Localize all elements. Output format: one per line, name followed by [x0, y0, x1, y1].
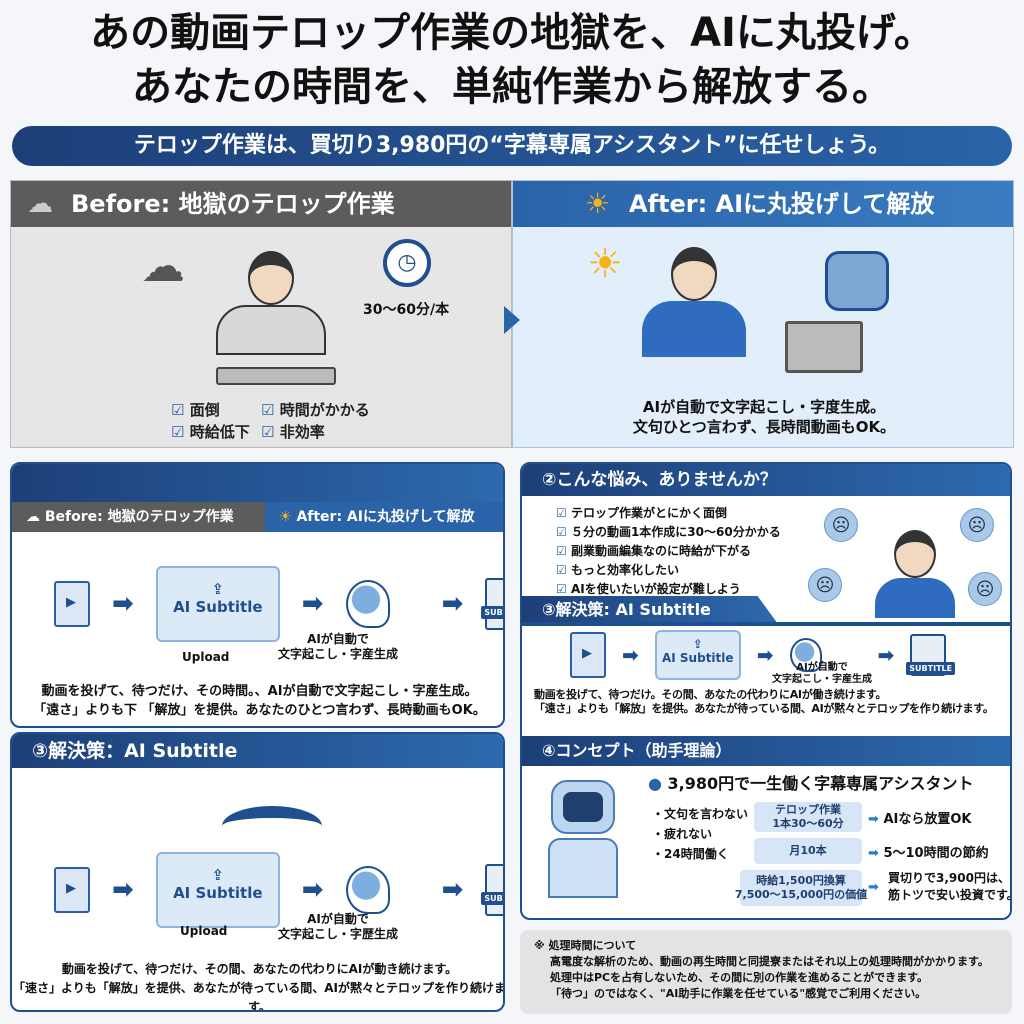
worry-item: ☑ AIを使いたいが設定が難しよう: [556, 582, 741, 596]
sun-icon: ☀: [585, 187, 611, 220]
banner: テロップ作業は、買切り3,980円の“字幕専属アシスタント”に任せしょう。: [12, 126, 1012, 166]
arrow-right-icon: [504, 306, 520, 334]
after-caption: AIが自動で文字起こし・字度生成。文句ひとつ言わず、長時間動画もOK。: [632, 398, 896, 436]
arrow-right-icon: ➡: [301, 589, 324, 619]
sun-icon: ☀: [587, 241, 623, 287]
worries-title: ②こんな悩み、ありませんか？: [522, 464, 1010, 496]
ai-label: AIが自動で文字起こし・字産生成: [277, 632, 398, 661]
headline-line1: あの動画テロップ作業の地獄を、AIに丸投げ。: [90, 10, 934, 56]
arrow-right-icon: ➡: [756, 643, 774, 667]
subtitle-file-icon: SUBTITLE: [481, 864, 503, 916]
upload-box[interactable]: ⇪AI Subtitle: [155, 566, 280, 642]
solution-card: ③解決策：AI Subtitle ➡ ⇪AI Subtitle ➡ ➡ SUBT…: [10, 732, 505, 1012]
flow-description: 動画を投げて、待つだけ、その時間。、AIが自動で文字起こし・字産生成。「遠さ」よ…: [33, 684, 486, 718]
concept-row-left: テロップ作業 1本30〜60分: [754, 802, 862, 832]
relaxed-man-illustration: [639, 247, 749, 367]
video-file-icon: [54, 867, 90, 913]
upload-label: Upload: [182, 650, 230, 664]
before-title: Before: 地獄のテロップ作業: [71, 190, 395, 218]
concept-row-left: 月10本: [754, 838, 862, 864]
concept-row-right: 5〜10時間の節約: [883, 846, 989, 861]
arrow-right-icon: ➡: [441, 875, 464, 905]
subtitle-file-icon: SUBTITLE: [906, 634, 956, 676]
before-header: ☁ Before: 地獄のテロップ作業: [11, 181, 511, 227]
cloud-icon: ☁: [141, 241, 185, 292]
video-file-icon: [54, 581, 90, 627]
time-per-video: 30〜60分/本: [363, 302, 450, 318]
worries-list: ☑ テロップ作業がとにかく面倒 ☑ ５分の動画1本作成に30〜60分かかる ☑ …: [556, 504, 781, 599]
worry-item: ☑ 副業動画編集なのに時給が下がる: [556, 544, 751, 558]
concept-row-left: 時給1,500円換算 7,500〜15,000円の価値: [735, 870, 867, 906]
sad-face-icon: ☹: [808, 568, 842, 602]
ai-brain-icon: [345, 580, 390, 628]
sad-face-icon: ☹: [968, 572, 1002, 606]
headline-line2: あなたの時間を、単純作業から解放する。: [132, 64, 892, 110]
solution-title: ③解決策：AI Subtitle: [12, 734, 503, 768]
concept-row-right: AIなら放置OK: [883, 812, 972, 827]
ai-label: AIが自動で文字起こし・字歴生成: [277, 912, 398, 941]
after-title: After: AIに丸投げして解放: [629, 190, 935, 218]
processing-note: ※ 処理時間について 高電度な解析のため、動画の再生時間と同提寮またはそれ以上の…: [520, 930, 1012, 1014]
concept-title: ④コンセプト（助手理論）: [522, 736, 1010, 766]
concept-headline: ● 3,980円で一生働く字幕専属アシスタント: [648, 774, 974, 793]
worry-item: ☑ ５分の動画1本作成に30〜60分かかる: [556, 525, 781, 539]
arrow-right-icon: ➡: [877, 643, 895, 667]
ai-label: AIが自動で文字起こし・字産生成: [772, 662, 872, 685]
after-header: ☀ After: AIに丸投げして解放: [513, 181, 1013, 227]
arrow-right-icon: ➡: [112, 589, 134, 619]
stressed-man-illustration: [211, 251, 331, 361]
check-item: ☑ 非効率: [261, 423, 325, 441]
info-card: ②こんな悩み、ありませんか？ ☑ テロップ作業がとにかく面倒 ☑ ５分の動画1本…: [520, 462, 1012, 920]
flow-diagram: ➡ ⇪AI Subtitle ➡ ➡ SUBTITLE: [54, 852, 503, 928]
robot-illustration: [548, 780, 618, 900]
clock-icon: ◷: [383, 239, 431, 287]
ai-brain-icon: [789, 638, 822, 672]
solution-title: ③解決策: AI Subtitle: [522, 596, 778, 624]
concept-row-right: 買切りで3,900円は、 筋トツで安い投資です。: [888, 871, 1012, 902]
flow-diagram: ➡ ⇪AI Subtitle ➡ ➡ SUBTITLE: [570, 630, 956, 680]
arrow-right-icon: ➡: [112, 875, 134, 905]
check-item: ☑ 時間がかかる: [261, 401, 370, 419]
flow-diagram: ➡ ⇪AI Subtitle ➡ ➡ SUBTITLE: [54, 566, 503, 642]
tab-after[interactable]: ☀ After: AIに丸投げして解放: [265, 502, 503, 532]
arrow-right-icon: ➡: [441, 589, 464, 619]
flow-card: ☁ Before: 地獄のテロップ作業 ☀ After: AIに丸投げして解放 …: [10, 462, 505, 728]
upload-box[interactable]: ⇪AI Subtitle: [155, 852, 280, 928]
upload-box[interactable]: ⇪AI Subtitle: [654, 630, 741, 680]
arrow-right-icon: ➡: [622, 643, 639, 667]
keyboard-illustration: [216, 367, 336, 385]
sad-face-icon: ☹: [960, 508, 994, 542]
curved-arrow-icon: [222, 806, 322, 846]
monitor-illustration: [785, 321, 863, 373]
after-panel: ☀ After: AIに丸投げして解放 ☀ AIが自動で文字起こし・字度生成。文…: [512, 180, 1014, 448]
robot-traits: ・文句を言わない・疲れない・24時間働く: [652, 807, 749, 861]
before-panel: ☁ Before: 地獄のテロップ作業 ☁ ◷ 30〜60分/本 ☑ 面倒 ☑ …: [10, 180, 512, 448]
ai-brain-icon: [345, 866, 390, 914]
arrow-right-icon: ➡: [301, 875, 324, 905]
solution-description: 動画を投げて、待つだけ、その間、あなたの代わりにAIが動き続けます。「速さ」より…: [13, 962, 505, 1012]
sad-face-icon: ☹: [824, 508, 858, 542]
worry-item: ☑ もっと効率化したい: [556, 563, 679, 577]
worry-item: ☑ テロップ作業がとにかく面倒: [556, 506, 727, 520]
video-file-icon: [570, 632, 606, 678]
check-item: ☑ 面倒: [171, 401, 220, 419]
worried-man-illustration: [870, 530, 960, 620]
check-item: ☑ 時給低下: [171, 423, 250, 441]
solution-description: 動画を投げて、待つだけ。その間、あなたの代わりにAIが働き続けます。「遠さ」より…: [534, 688, 994, 715]
note-title: ※ 処理時間について: [534, 939, 637, 952]
tab-before[interactable]: ☁ Before: 地獄のテロップ作業: [12, 502, 265, 532]
robot-illustration: [825, 251, 889, 311]
cloud-icon: ☁: [27, 189, 53, 219]
subtitle-file-icon: SUBTITLE: [481, 578, 503, 630]
upload-label: Upload: [180, 924, 228, 938]
